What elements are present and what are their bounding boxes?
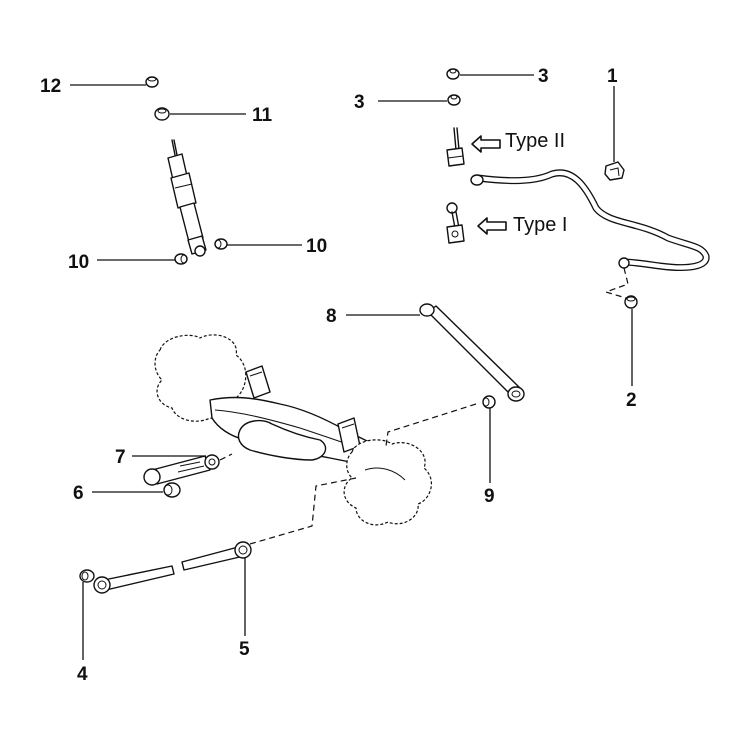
callout-8: 8 <box>326 306 337 327</box>
callout-2: 2 <box>626 390 637 411</box>
bracket-part-1 <box>604 161 625 181</box>
callout-6: 6 <box>73 483 84 504</box>
callout-3-upper: 3 <box>538 66 549 87</box>
bushing-part-11 <box>154 107 170 121</box>
bushing-part-12 <box>145 76 159 88</box>
callout-4: 4 <box>77 664 88 685</box>
bushing-part-6 <box>163 482 181 498</box>
bushing-part-9 <box>482 395 496 409</box>
bushing-part-2 <box>624 295 638 309</box>
leader-lines <box>70 74 633 660</box>
callout-12: 12 <box>40 76 61 97</box>
stabilizer-link-type-ii <box>446 127 465 167</box>
stabilizer-bar-group <box>446 68 710 309</box>
callout-1: 1 <box>607 66 618 87</box>
bushing-part-3-lower <box>447 94 461 106</box>
callout-5: 5 <box>239 639 250 660</box>
type-i-label: Type I <box>513 214 567 236</box>
shock-absorber-group <box>145 76 228 265</box>
lower-control-arm-part-5 <box>93 541 252 594</box>
callout-10-right: 10 <box>306 236 327 257</box>
bushing-part-4 <box>79 569 95 583</box>
type-ii-arrow-icon <box>471 135 501 153</box>
upper-control-arm-part-7 <box>143 454 220 486</box>
bushing-part-10-left <box>174 253 188 265</box>
callout-10-left: 10 <box>68 252 89 273</box>
callout-3-lower: 3 <box>354 92 365 113</box>
callout-11: 11 <box>252 105 273 126</box>
callout-7: 7 <box>115 447 126 468</box>
bushing-part-3-upper <box>446 68 460 80</box>
stabilizer-bar <box>470 169 710 272</box>
bushing-part-10-right <box>214 238 228 250</box>
type-ii-label: Type II <box>505 130 565 152</box>
callout-9: 9 <box>484 486 495 507</box>
stabilizer-link-type-i <box>446 202 465 244</box>
rear-axle-housing <box>154 334 433 526</box>
shock-absorber <box>167 139 207 257</box>
lateral-rod-part-8 <box>419 303 525 402</box>
type-i-arrow-icon <box>477 217 507 235</box>
